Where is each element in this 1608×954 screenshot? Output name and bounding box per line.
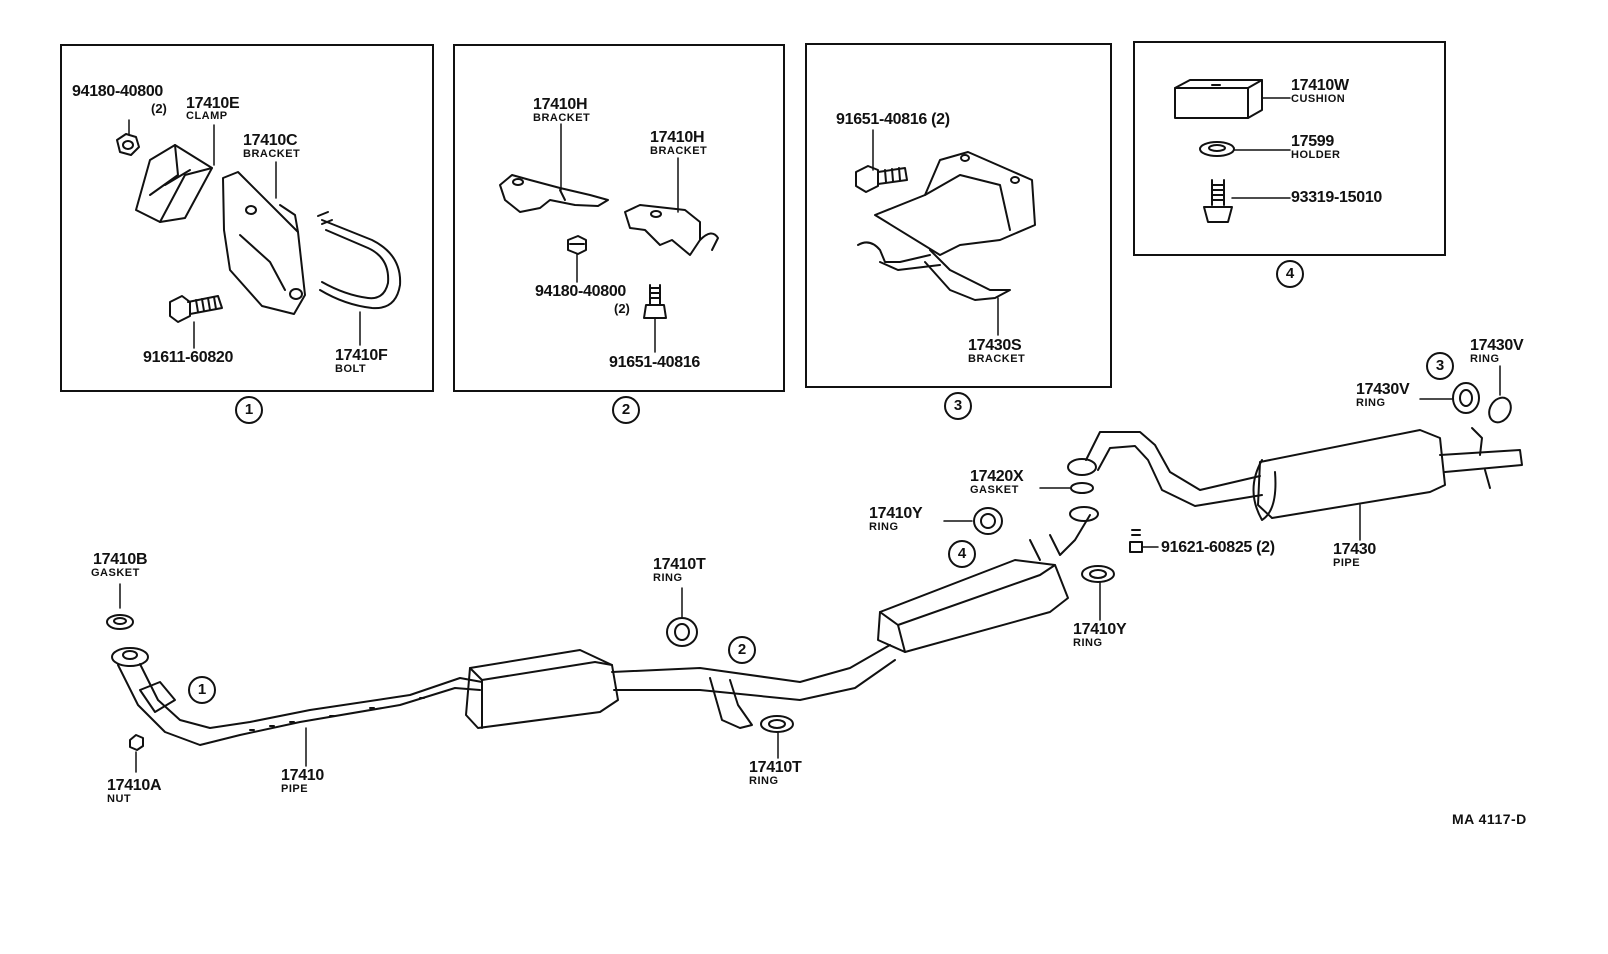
label-holder: HOLDER	[1291, 149, 1341, 161]
panel-2-frame	[453, 44, 785, 392]
bracket-17410h-right-icon	[624, 204, 719, 256]
label-17410h-right: 17410H	[650, 129, 705, 146]
nut-17410a-icon	[129, 734, 144, 751]
label-93319-15010: 93319-15010	[1291, 189, 1383, 206]
panel-3-frame	[805, 43, 1112, 388]
rear-muffler-icon	[877, 514, 1091, 653]
front-pipe-17410-icon	[111, 647, 483, 746]
ring-17430v-right-icon	[1488, 396, 1512, 424]
label-17410y-upper: 17410Y	[869, 505, 923, 522]
label-17410e: 17410E	[186, 95, 240, 112]
label-17430: 17430	[1333, 541, 1376, 558]
holder-17599-icon	[1199, 141, 1235, 157]
location-mark-4: 4	[948, 540, 976, 568]
panel-1-frame	[60, 44, 434, 392]
bolt-91651-40816-panel3-icon	[855, 165, 908, 193]
label-qty-panel1: (2)	[151, 101, 167, 116]
label-17599: 17599	[1291, 133, 1334, 150]
label-17430s: 17430S	[968, 337, 1022, 354]
label-17410f: 17410F	[335, 347, 388, 364]
label-94180-40800-panel1: 94180-40800	[72, 83, 164, 100]
tail-pipe-17430-icon	[1067, 427, 1523, 521]
clamp-17410e-icon	[135, 144, 213, 223]
location-mark-2: 2	[728, 636, 756, 664]
label-94180-40800-panel2: 94180-40800	[535, 283, 627, 300]
label-17410c: 17410C	[243, 132, 298, 149]
label-91651-40816-panel3: 91651-40816 (2)	[836, 111, 950, 128]
label-bracket-17410h-left: BRACKET	[533, 112, 591, 124]
panel-4-frame	[1133, 41, 1446, 256]
panel-4-badge: 4	[1276, 260, 1304, 288]
label-17410b: 17410B	[93, 551, 148, 568]
label-cushion: CUSHION	[1291, 93, 1346, 105]
label-91651-40816-panel2: 91651-40816	[609, 354, 701, 371]
label-17410y-lower: 17410Y	[1073, 621, 1127, 638]
label-gasket-17420x: GASKET	[970, 484, 1019, 496]
bolt-93319-15010-icon	[1203, 179, 1233, 223]
label-pipe-17430: PIPE	[1333, 557, 1361, 569]
flange-icon	[1069, 506, 1099, 522]
bracket-17430s-icon	[857, 151, 1036, 301]
label-bracket-17410c: BRACKET	[243, 148, 301, 160]
label-qty-panel2: (2)	[614, 301, 630, 316]
label-bracket-17430s: BRACKET	[968, 353, 1026, 365]
label-clamp: CLAMP	[186, 110, 228, 122]
cushion-17410w-icon	[1174, 79, 1263, 119]
label-ring-17410y-upper: RING	[869, 521, 899, 533]
panel-1-nut-icon	[116, 133, 140, 156]
panel-1-badge: 1	[235, 396, 263, 424]
ring-17430v-left-icon	[1452, 382, 1480, 414]
bolt-91621-60825-icon	[1129, 529, 1143, 553]
label-91621-60825: 91621-60825 (2)	[1161, 539, 1275, 556]
location-mark-3: 3	[1426, 352, 1454, 380]
center-pipe-icon	[611, 644, 896, 729]
bracket-17410c-icon	[222, 171, 306, 315]
label-17420x: 17420X	[970, 468, 1024, 485]
panel-2-badge: 2	[612, 396, 640, 424]
drawing-reference: MA 4117-D	[1452, 811, 1527, 827]
label-17410w: 17410W	[1291, 77, 1349, 94]
u-bolt-17410f-icon	[317, 211, 402, 310]
label-91611-60820: 91611-60820	[143, 349, 234, 366]
panel-3-badge: 3	[944, 392, 972, 420]
bolt-91651-40816-icon	[643, 284, 667, 319]
bracket-17410h-left-icon	[499, 174, 609, 213]
label-17430v-left: 17430V	[1356, 381, 1410, 398]
front-muffler-icon	[465, 649, 619, 729]
ring-17410t-lower-icon	[760, 715, 794, 733]
label-bracket-17410h-right: BRACKET	[650, 145, 708, 157]
ring-17410y-lower-icon	[1081, 565, 1115, 583]
label-17410a: 17410A	[107, 777, 162, 794]
label-bolt: BOLT	[335, 363, 367, 375]
location-mark-1: 1	[188, 676, 216, 704]
ring-17410y-upper-icon	[973, 507, 1003, 535]
label-ring-17430v-left: RING	[1356, 397, 1386, 409]
label-17410: 17410	[281, 767, 324, 784]
label-ring-17410t-upper: RING	[653, 572, 683, 584]
label-ring-17410y-lower: RING	[1073, 637, 1103, 649]
panel-2-nut-icon	[567, 235, 587, 255]
label-17430v-right: 17430V	[1470, 337, 1524, 354]
label-17410h-left: 17410H	[533, 96, 588, 113]
label-gasket-17410b: GASKET	[91, 567, 140, 579]
gasket-17420x-icon	[1070, 482, 1094, 494]
label-ring-17430v-right: RING	[1470, 353, 1500, 365]
label-17410t-lower: 17410T	[749, 759, 802, 776]
label-nut: NUT	[107, 793, 132, 805]
ring-17410t-upper-icon	[666, 617, 698, 647]
label-17410t-upper: 17410T	[653, 556, 706, 573]
leader-lines	[119, 97, 1501, 773]
label-ring-17410t-lower: RING	[749, 775, 779, 787]
label-pipe-17410: PIPE	[281, 783, 309, 795]
gasket-17410b-icon	[106, 614, 134, 630]
bolt-91611-60820-icon	[169, 295, 223, 323]
